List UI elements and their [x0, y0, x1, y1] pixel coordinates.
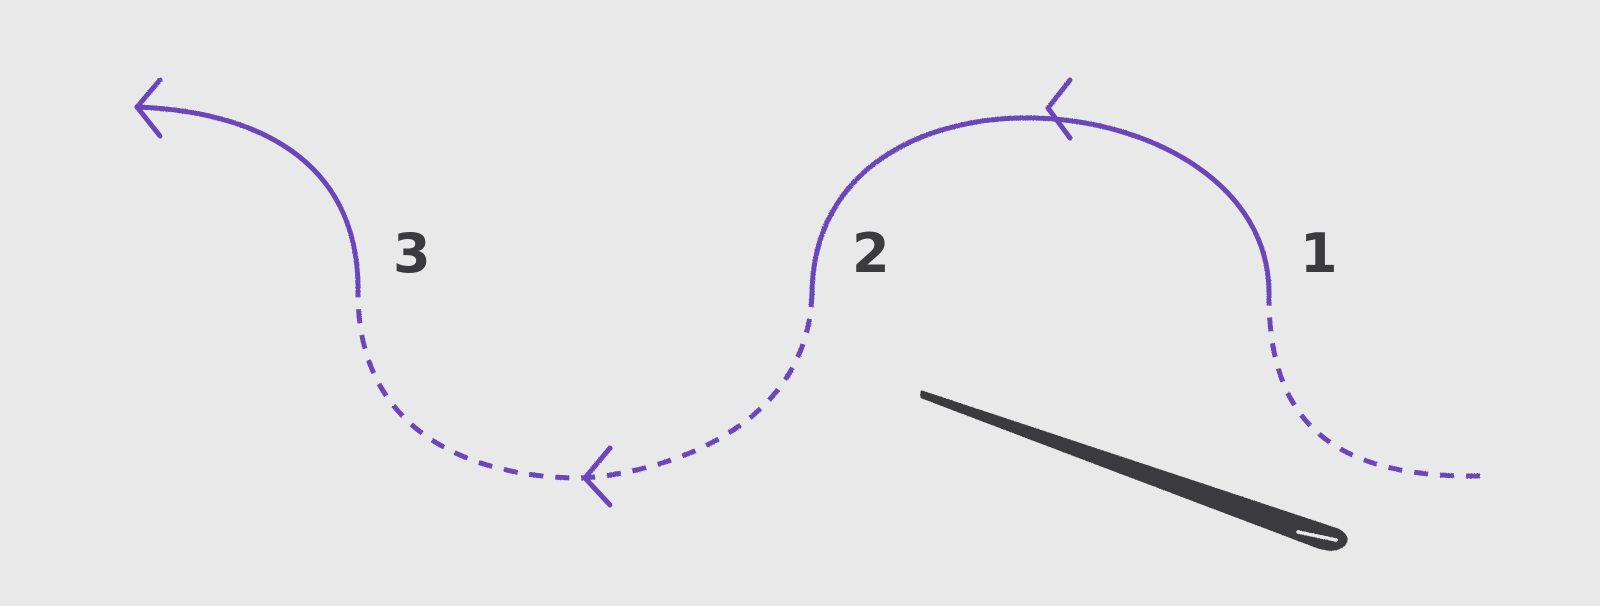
- sewing-needle-icon: [920, 390, 1348, 551]
- thread-solid: [134, 104, 1272, 296]
- arrowheads: [134, 77, 1073, 508]
- thread-under-start-to-1: [1266, 292, 1481, 479]
- thread-arc-1-to-2: [809, 115, 1272, 296]
- thread-dashed: [355, 292, 1481, 481]
- point-label-1: 1: [1300, 222, 1338, 285]
- arrowhead-icon: [1045, 77, 1073, 141]
- point-label-3: 3: [393, 222, 431, 285]
- point-label-2: 2: [852, 222, 890, 285]
- thread-arc-3-to-end: [134, 104, 361, 296]
- arrowhead-icon: [582, 445, 613, 508]
- arrowhead-icon: [134, 77, 163, 139]
- thread-under-2-to-3: [355, 292, 815, 481]
- point-labels: 1 2 3: [393, 222, 1338, 285]
